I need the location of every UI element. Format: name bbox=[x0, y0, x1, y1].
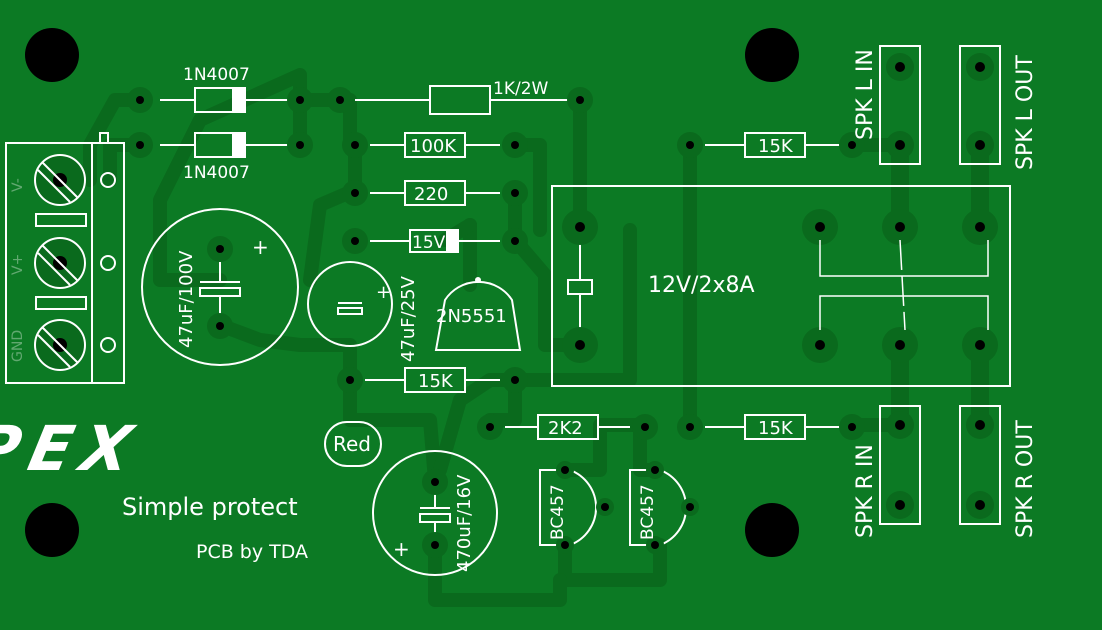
connector-screw-1 bbox=[34, 154, 116, 206]
resistor-1k-2w: 1K/2W bbox=[327, 79, 593, 115]
capacitor-47uf-100v: + 47uF/100V bbox=[141, 208, 299, 366]
resistor-15k-top-label: 15K bbox=[758, 136, 794, 157]
svg-text:+: + bbox=[252, 235, 269, 259]
power-connector: GND V+ V- bbox=[5, 132, 125, 384]
zener-15v-label: 15V bbox=[412, 233, 446, 253]
transistor-bc457-b-label: BC457 bbox=[638, 484, 658, 540]
spk-l-in-label: SPK L IN bbox=[853, 49, 878, 140]
mounting-hole-bottom-right bbox=[745, 503, 799, 557]
connector-pin-label-gnd: GND bbox=[10, 330, 26, 362]
spk-r-out-label: SPK R OUT bbox=[1013, 420, 1038, 538]
red-badge: Red bbox=[333, 432, 371, 456]
resistor-1k-2w-label: 1K/2W bbox=[493, 79, 549, 99]
mounting-hole-top-left bbox=[25, 28, 79, 82]
transistor-bc457-a: BC457 bbox=[539, 461, 614, 554]
resistor-2k2: 2K2 bbox=[477, 414, 658, 440]
transistor-bc457-a-label: BC457 bbox=[548, 484, 568, 540]
resistor-220-label: 220 bbox=[414, 184, 448, 205]
transistor-2n5551-label: 2N5551 bbox=[436, 306, 507, 327]
resistor-220: 220 bbox=[342, 180, 528, 206]
resistor-100k: 100K bbox=[342, 132, 528, 158]
svg-text:+: + bbox=[393, 537, 410, 561]
zener-15v: 15V bbox=[342, 228, 528, 254]
relay-label: 12V/2x8A bbox=[648, 273, 755, 298]
capacitor-47uf-25v-label: 47uF/25V bbox=[398, 275, 419, 362]
connector-pin-label-vminus: V- bbox=[10, 178, 26, 192]
svg-text:+: + bbox=[376, 282, 391, 303]
capacitor-470uf-16v: + 470uF/16V bbox=[372, 450, 498, 576]
mounting-holes bbox=[25, 28, 799, 557]
board-title: Simple protect bbox=[122, 493, 298, 521]
diode-d2: 1N4007 bbox=[127, 132, 313, 183]
connector-screw-3 bbox=[34, 319, 116, 371]
transistor-bc457-b: BC457 bbox=[629, 461, 699, 554]
terminal-spk-r-out: SPK R OUT bbox=[959, 405, 1038, 538]
resistor-15k-mid: 15K bbox=[337, 367, 528, 393]
resistor-15k-bottom: 15K bbox=[677, 414, 865, 440]
diode-d1: 1N4007 bbox=[127, 65, 313, 113]
mounting-hole-bottom-left bbox=[25, 503, 79, 557]
terminal-spk-l-in: SPK L IN bbox=[853, 45, 921, 165]
capacitor-47uf-25v: + 47uF/25V bbox=[307, 261, 419, 362]
transistor-2n5551: 2N5551 bbox=[434, 277, 522, 351]
diode-d2-label: 1N4007 bbox=[183, 163, 250, 183]
resistor-2k2-label: 2K2 bbox=[548, 418, 583, 439]
apex-logo: APEX bbox=[0, 413, 148, 485]
spk-r-in-label: SPK R IN bbox=[853, 444, 878, 538]
resistor-15k-mid-label: 15K bbox=[418, 371, 454, 392]
capacitor-47uf-100v-label: 47uF/100V bbox=[176, 250, 197, 348]
relay: 12V/2x8A bbox=[551, 185, 1011, 387]
terminal-spk-l-out: SPK L OUT bbox=[959, 45, 1038, 170]
connector-screw-2 bbox=[34, 237, 116, 289]
spk-l-out-label: SPK L OUT bbox=[1013, 55, 1038, 170]
capacitor-470uf-16v-label: 470uF/16V bbox=[454, 474, 475, 572]
diode-d1-label: 1N4007 bbox=[183, 65, 250, 85]
mounting-hole-top-right bbox=[745, 28, 799, 82]
terminal-spk-r-in: SPK R IN bbox=[853, 405, 921, 538]
resistor-15k-top: 15K bbox=[677, 132, 865, 158]
resistor-100k-label: 100K bbox=[410, 136, 457, 157]
connector-pin-label-vplus: V+ bbox=[10, 254, 26, 275]
pcb-credit: PCB by TDA bbox=[196, 541, 308, 563]
resistor-15k-bottom-label: 15K bbox=[758, 418, 794, 439]
branding: APEX Red Simple protect PCB by TDA bbox=[0, 413, 382, 563]
